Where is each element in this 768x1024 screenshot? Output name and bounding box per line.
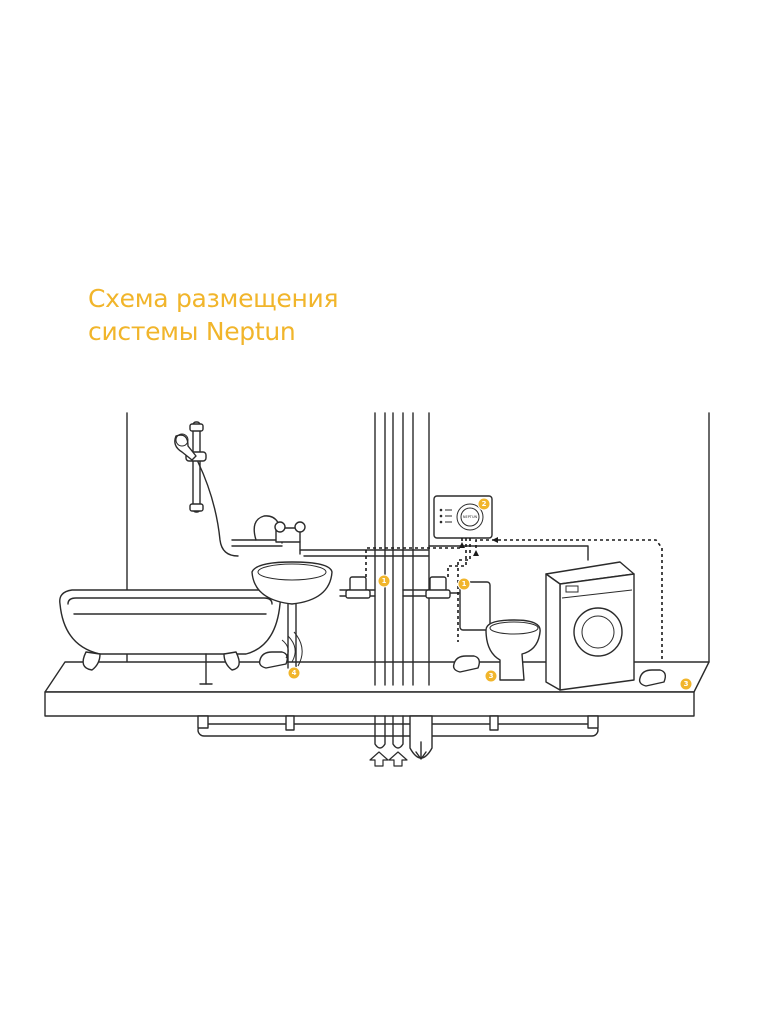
risers <box>374 412 433 760</box>
marker-controller: 2 <box>477 497 491 511</box>
controller-logo: NEPTUN <box>463 515 478 519</box>
controller-module: NEPTUN <box>433 495 493 539</box>
svg-text:3: 3 <box>684 680 689 688</box>
marker-valve-right: 1 <box>457 577 471 591</box>
title-line-2: системы Neptun <box>88 317 296 346</box>
svg-text:3: 3 <box>489 672 494 680</box>
hot-water-inlet-arrow <box>388 751 408 767</box>
marker-sensor-toilet: 3 <box>484 669 498 683</box>
wire-arrows <box>459 537 498 556</box>
leak-sensor-toilet <box>452 655 481 673</box>
washbasin <box>251 561 333 669</box>
svg-text:1: 1 <box>382 577 387 585</box>
sewer-pipe <box>197 715 599 737</box>
marker-valve-left: 1 <box>377 574 391 588</box>
title-line-1: Схема размещения <box>88 284 339 313</box>
marker-sensor-washer: 3 <box>679 677 693 691</box>
toilet <box>459 581 541 681</box>
svg-text:2: 2 <box>482 500 487 508</box>
bathtub <box>59 589 281 685</box>
ball-valve-left <box>345 576 371 599</box>
svg-text:1: 1 <box>462 580 467 588</box>
leak-sensor-wireless <box>258 631 303 669</box>
bath-mixer <box>231 515 306 555</box>
marker-sensor-wireless: 4 <box>287 666 301 680</box>
page-title: Схема размещения системы Neptun <box>88 282 339 348</box>
signal-wires <box>365 538 663 662</box>
washing-machine <box>545 561 635 691</box>
flow-arrows <box>369 751 408 767</box>
svg-text:4: 4 <box>292 669 297 677</box>
cold-water-inlet-arrow <box>369 751 389 767</box>
ball-valve-right <box>425 576 451 599</box>
leak-sensor-washer <box>638 669 667 687</box>
shower <box>174 421 239 557</box>
